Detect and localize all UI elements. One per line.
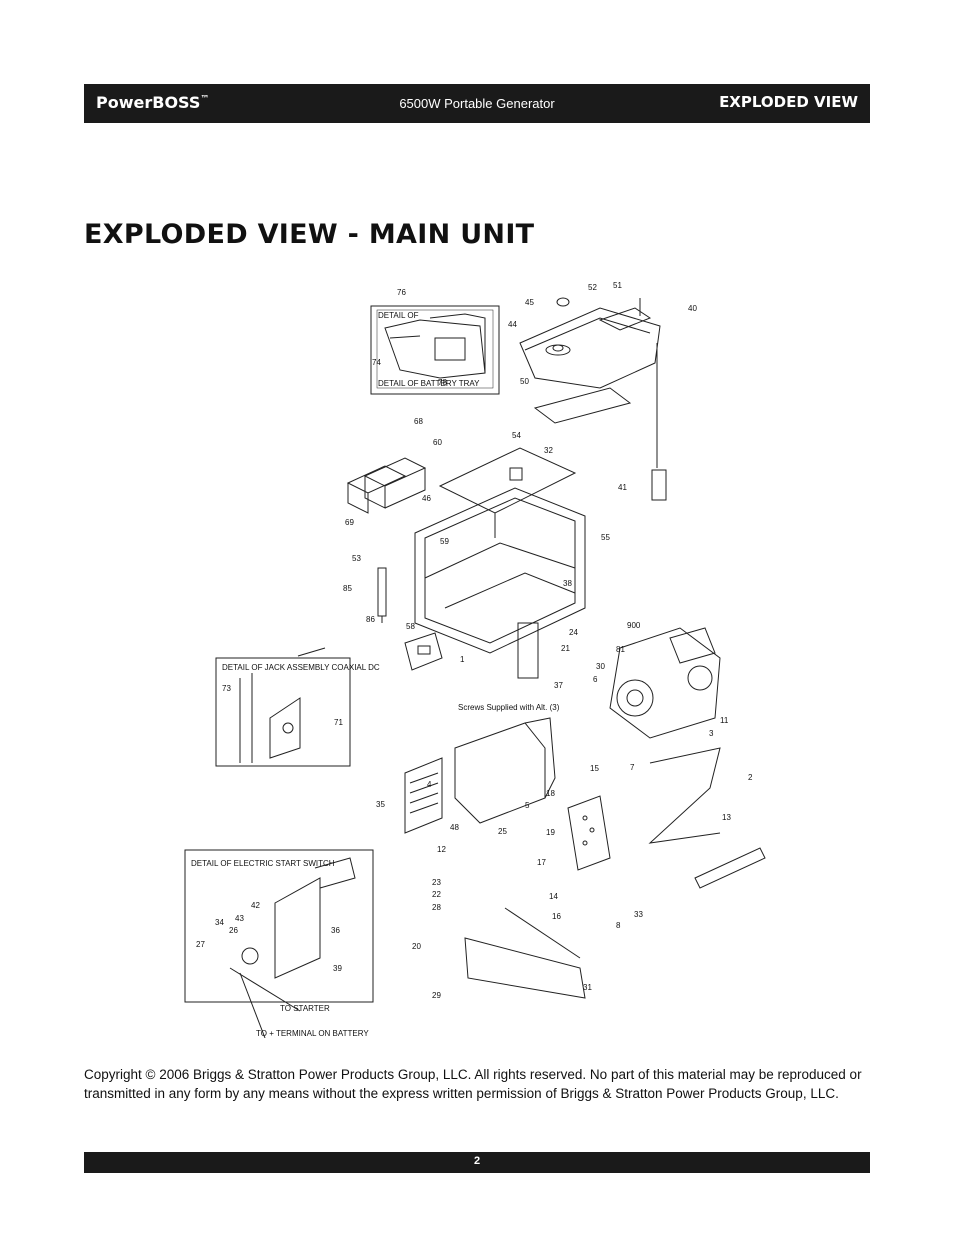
callout-35: 35 xyxy=(376,800,385,809)
callout-30: 30 xyxy=(596,662,605,671)
callout-50: 50 xyxy=(520,377,529,386)
callout-14: 14 xyxy=(549,892,558,901)
page-number: 2 xyxy=(473,1155,481,1167)
callout-71: 71 xyxy=(334,718,343,727)
callout-86: 86 xyxy=(366,615,375,624)
callout-40: 40 xyxy=(688,304,697,313)
callout-52: 52 xyxy=(588,283,597,292)
callout-33: 33 xyxy=(634,910,643,919)
callout-37: 37 xyxy=(554,681,563,690)
control-panel xyxy=(438,447,577,514)
header-bar: PowerBOSS™ 6500W Portable Generator EXPL… xyxy=(84,84,870,123)
callout-38: 38 xyxy=(563,579,572,588)
callout-85: 85 xyxy=(343,584,352,593)
callout-54: 54 xyxy=(512,431,521,440)
to-battery-label: TO + TERMINAL ON BATTERY xyxy=(256,1029,369,1038)
battery-tray-label-1: DETAIL OF xyxy=(378,311,419,320)
handle-bar xyxy=(694,847,766,889)
callout-31: 31 xyxy=(583,983,592,992)
callout-58: 58 xyxy=(406,622,415,631)
callout-4: 4 xyxy=(427,780,432,789)
alternator-grille xyxy=(404,757,443,834)
lower-frame xyxy=(464,937,586,999)
brand-name: PowerBOSS™ xyxy=(96,93,210,112)
callout-39: 39 xyxy=(333,964,342,973)
fuel-tank-shape xyxy=(519,307,661,389)
callout-1: 1 xyxy=(460,655,465,664)
callout-42: 42 xyxy=(251,901,260,910)
callout-2: 2 xyxy=(748,773,753,782)
callout-60: 60 xyxy=(433,438,442,447)
start-switch-detail-frame xyxy=(184,849,374,1003)
alternator-housing xyxy=(454,722,546,824)
product-name: 6500W Portable Generator xyxy=(399,96,555,111)
callout-22: 22 xyxy=(432,890,441,899)
callout-7: 7 xyxy=(630,763,635,772)
part-number-callouts: 76 74 78 45 52 51 40 44 50 54 32 41 68 6… xyxy=(196,281,753,1000)
callout-59: 59 xyxy=(440,537,449,546)
callout-43: 43 xyxy=(235,914,244,923)
callout-46: 46 xyxy=(422,494,431,503)
callout-53: 53 xyxy=(352,554,361,563)
callout-3: 3 xyxy=(709,729,714,738)
page-title: EXPLODED VIEW - MAIN UNIT xyxy=(84,219,535,250)
callout-78: 78 xyxy=(438,378,447,387)
callout-12: 12 xyxy=(437,845,446,854)
callout-55: 55 xyxy=(601,533,610,542)
callout-27: 27 xyxy=(196,940,205,949)
start-switch-detail-label: DETAIL OF ELECTRIC START SWITCH xyxy=(191,859,335,868)
callout-32: 32 xyxy=(544,446,553,455)
footer-bar: 2 xyxy=(84,1152,870,1173)
callout-45: 45 xyxy=(525,298,534,307)
callout-26: 26 xyxy=(229,926,238,935)
copyright-notice: Copyright © 2006 Briggs & Stratton Power… xyxy=(84,1067,862,1101)
exploded-view-diagram: DETAIL OF DETAIL OF BATTERY TRAY DETAIL … xyxy=(184,281,766,1038)
callout-34: 34 xyxy=(215,918,224,927)
callout-20: 20 xyxy=(412,942,421,951)
callout-15: 15 xyxy=(590,764,599,773)
frame-outline xyxy=(414,487,586,654)
callout-8: 8 xyxy=(616,921,621,930)
callout-29: 29 xyxy=(432,991,441,1000)
callout-69: 69 xyxy=(345,518,354,527)
callout-21: 21 xyxy=(561,644,570,653)
callout-23: 23 xyxy=(432,878,441,887)
callout-25: 25 xyxy=(498,827,507,836)
to-starter-label: TO STARTER xyxy=(280,1004,330,1013)
callout-51: 51 xyxy=(613,281,622,290)
muffler xyxy=(567,795,611,871)
battery-tray-detail-frame xyxy=(370,305,500,395)
callout-13: 13 xyxy=(722,813,731,822)
callout-36: 36 xyxy=(331,926,340,935)
callout-44: 44 xyxy=(508,320,517,329)
callout-16: 16 xyxy=(552,912,561,921)
callout-28: 28 xyxy=(432,903,441,912)
callout-48: 48 xyxy=(450,823,459,832)
screws-note: Screws Supplied with Alt. (3) xyxy=(458,703,560,712)
jack-detail-label: DETAIL OF JACK ASSEMBLY COAXIAL DC xyxy=(222,663,380,672)
section-title: EXPLODED VIEW xyxy=(719,93,858,111)
callout-81: 81 xyxy=(616,645,625,654)
frame-bracket xyxy=(517,622,539,679)
callout-6: 6 xyxy=(593,675,598,684)
callout-19: 19 xyxy=(546,828,555,837)
callout-5: 5 xyxy=(525,801,530,810)
callout-24: 24 xyxy=(569,628,578,637)
callout-74: 74 xyxy=(372,358,381,367)
callout-17: 17 xyxy=(537,858,546,867)
callout-18: 18 xyxy=(546,789,555,798)
callout-41: 41 xyxy=(618,483,627,492)
callout-76: 76 xyxy=(397,288,406,297)
callout-900: 900 xyxy=(627,621,641,630)
callout-73: 73 xyxy=(222,684,231,693)
callout-11: 11 xyxy=(720,716,729,725)
callout-68: 68 xyxy=(414,417,423,426)
jack-detail-frame xyxy=(215,657,351,767)
engine-block xyxy=(609,627,721,739)
battery-tray-label-2: DETAIL OF BATTERY TRAY xyxy=(378,379,480,388)
fuel-tank-pad xyxy=(533,387,632,424)
